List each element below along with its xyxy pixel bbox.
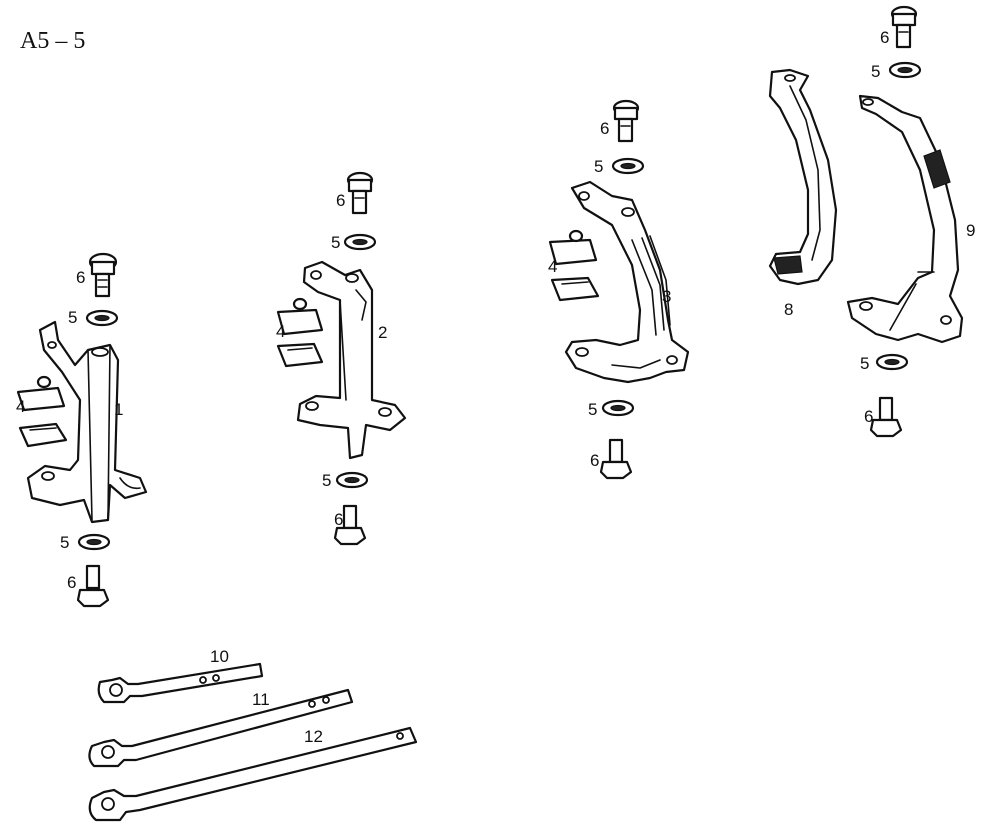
label-washer-5-g: 5 [871, 62, 880, 81]
washer-5-top-1 [85, 309, 119, 327]
label-washer-5-f: 5 [588, 400, 597, 419]
shoe-4-group-2 [276, 297, 324, 368]
bolt-6-top-9 [890, 5, 918, 49]
washer-5-bottom-9 [875, 353, 909, 371]
label-fork-8: 8 [784, 300, 793, 319]
label-bolt-6-h: 6 [864, 407, 873, 426]
label-shoe-4-c: 4 [548, 257, 557, 276]
label-fork-3: 3 [662, 287, 671, 306]
washer-5-bottom-1 [77, 533, 111, 551]
label-shoe-4-a: 4 [16, 397, 25, 416]
shift-fork-3-group: 6 5 3 4 5 [548, 99, 690, 480]
bolt-6-top-3 [612, 99, 640, 143]
shift-fork-8 [768, 68, 838, 286]
label-fork-1: 1 [114, 400, 123, 419]
bolt-6-bottom-1 [76, 564, 110, 608]
label-bolt-6-g: 6 [880, 28, 889, 47]
bolt-6-top-2 [346, 171, 374, 215]
label-washer-5-d: 5 [322, 471, 331, 490]
shoe-4-group-3 [548, 229, 600, 302]
locking-bar-10 [97, 662, 264, 704]
shift-fork-1 [26, 320, 148, 524]
label-fork-9: 9 [966, 221, 975, 240]
shift-fork-1-group: 6 5 1 4 5 [16, 252, 148, 608]
shift-fork-9-group: 6 5 9 5 6 [846, 5, 975, 438]
label-bolt-6-f: 6 [590, 451, 599, 470]
bolt-6-bottom-2 [333, 504, 367, 546]
label-washer-5-e: 5 [594, 157, 603, 176]
label-bolt-6-e: 6 [600, 119, 609, 138]
label-washer-5-c: 5 [331, 233, 340, 252]
label-washer-5-h: 5 [860, 354, 869, 373]
washer-5-top-9 [888, 61, 922, 79]
label-bolt-6-c: 6 [336, 191, 345, 210]
shift-fork-9 [846, 94, 964, 344]
shift-fork-2 [296, 260, 407, 460]
diagram-title: A5 – 5 [20, 28, 85, 54]
locking-bar-12 [88, 726, 418, 822]
label-bar-12: 12 [304, 727, 323, 746]
label-bar-11: 11 [252, 690, 270, 709]
label-bolt-6-d: 6 [334, 510, 343, 529]
washer-5-bottom-2 [335, 471, 369, 489]
label-bar-10: 10 [210, 647, 229, 666]
bolt-6-top-1 [88, 252, 118, 298]
washer-5-top-3 [611, 157, 645, 175]
washer-5-top-2 [343, 233, 377, 251]
locking-bar-11 [88, 688, 354, 768]
label-bolt-6-a: 6 [76, 268, 85, 287]
label-washer-5-b: 5 [60, 533, 69, 552]
label-shoe-4-b: 4 [276, 322, 285, 341]
shift-fork-2-group: 6 5 2 4 5 6 [276, 171, 407, 546]
shoe-4-group-1 [16, 375, 68, 448]
bolt-6-bottom-9 [869, 396, 903, 438]
label-fork-2: 2 [378, 323, 387, 342]
bolt-6-bottom-3 [599, 438, 633, 480]
label-bolt-6-b: 6 [67, 573, 76, 592]
shift-fork-3 [564, 180, 690, 384]
washer-5-bottom-3 [601, 399, 635, 417]
label-washer-5-a: 5 [68, 308, 77, 327]
